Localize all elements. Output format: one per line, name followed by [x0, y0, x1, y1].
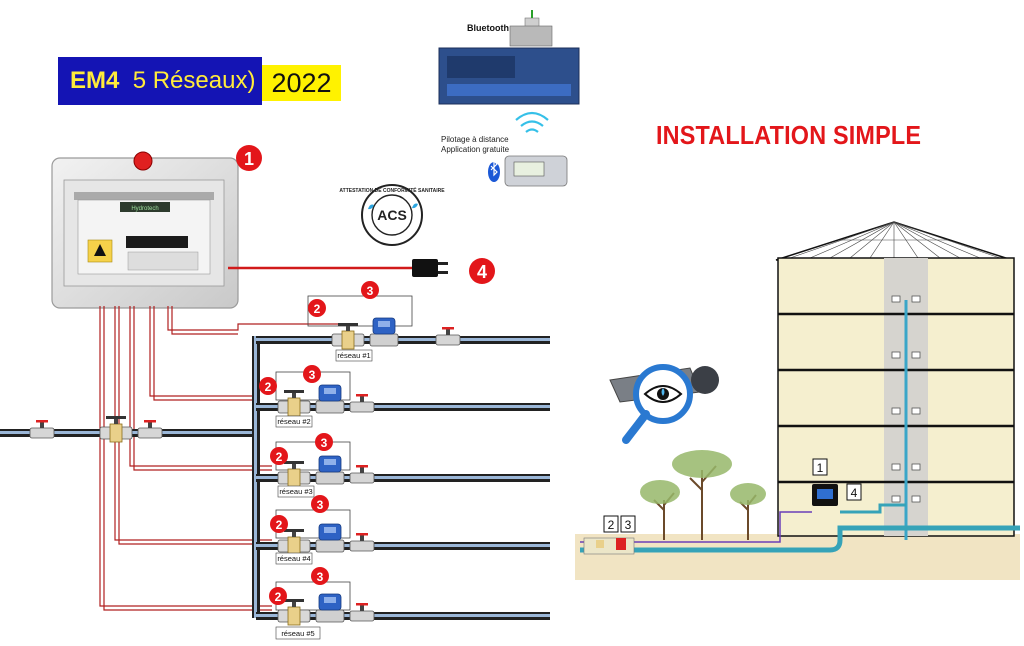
- bluetooth-module: [438, 10, 580, 187]
- remote-control-text: Pilotage à distance Application gratuite: [441, 135, 509, 155]
- water-meter: [315, 523, 345, 553]
- outlet-valve: [349, 393, 375, 413]
- marker-2-text: 2: [265, 380, 272, 394]
- title-year: 2022: [262, 65, 341, 101]
- network-branch-2: réseau #2: [256, 371, 550, 428]
- solenoid-valve: [331, 322, 365, 350]
- marker-3-text: 3: [367, 284, 374, 298]
- tree-canopy: [672, 450, 732, 478]
- label-box-1: [812, 458, 828, 476]
- solenoid-valve: [277, 460, 311, 488]
- cabinet-brand: Hydrotech: [131, 206, 158, 212]
- network-label-5: réseau #5: [281, 629, 314, 638]
- water-drop-icon: [661, 388, 665, 396]
- network-label-3: réseau #3: [279, 487, 312, 496]
- building: [775, 221, 1015, 540]
- marker-3: [311, 567, 329, 585]
- module-head: [509, 25, 553, 47]
- acs-center-text: ACS: [377, 207, 407, 223]
- label-box-3: [620, 515, 636, 533]
- marker-3: [303, 365, 321, 383]
- ground: [575, 534, 1020, 580]
- acs-seal: ACS ATTESTATION DE CONFORMITÉ SANITAIRE: [339, 184, 445, 246]
- network-branch-5: réseau #5: [256, 581, 550, 640]
- marker-1: 1: [236, 145, 262, 171]
- network-branch-4: réseau #4: [256, 509, 550, 565]
- marker-3: [315, 433, 333, 451]
- marker-2-text: 2: [275, 590, 282, 604]
- marker-3: [361, 281, 379, 299]
- inlet-filter: [99, 415, 133, 443]
- water-meter: [369, 317, 399, 347]
- building-label-4: 4: [851, 486, 858, 500]
- control-cables: [99, 306, 340, 611]
- network-branch-1: réseau #1: [256, 295, 550, 362]
- label-box-4: [846, 483, 862, 501]
- outlet-valve: [349, 464, 375, 484]
- outlet-valve: [435, 326, 461, 346]
- din-rail: [74, 192, 214, 200]
- building-label-3: 3: [625, 518, 632, 532]
- marker-3-text: 3: [321, 436, 328, 450]
- label-box-2: [603, 515, 619, 533]
- network-label-2: réseau #2: [277, 417, 310, 426]
- inlet-valve-2: [137, 419, 163, 439]
- building-label-2: 2: [608, 518, 615, 532]
- controller-keypad: [447, 84, 571, 96]
- outlet-valve: [349, 602, 375, 622]
- marker-3-text: 3: [317, 570, 324, 584]
- water-meter: [315, 455, 345, 485]
- remote-line-1: Pilotage à distance: [441, 135, 509, 144]
- marker-4-text: 4: [477, 262, 487, 282]
- title-label: EM4 5 Réseaux): [58, 57, 262, 105]
- title-banner: EM4 5 Réseaux) 2022: [58, 57, 341, 105]
- marker-2-text: 2: [276, 450, 283, 464]
- marker-2: [259, 377, 277, 395]
- cabinet-brand-plate: [120, 202, 170, 212]
- marker-2: [308, 299, 326, 317]
- status-light-icon: [133, 151, 153, 171]
- warning-icon: [94, 244, 106, 256]
- marker-3-text: 3: [309, 368, 316, 382]
- marker-1-text: 1: [244, 149, 254, 169]
- control-cabinet: Hydrotech: [51, 151, 239, 309]
- wifi-icon: [515, 111, 549, 121]
- marker-2-text: 2: [314, 302, 321, 316]
- building-label-1: 1: [817, 461, 824, 475]
- underground-pipes: [580, 503, 1020, 555]
- remote-line-2: Application gratuite: [441, 145, 510, 154]
- controller-screen: [447, 56, 515, 78]
- power-plug-icon: [412, 259, 438, 277]
- cabinet-display: [126, 236, 188, 248]
- water-drop-icon: [412, 203, 418, 209]
- marker-2: [269, 587, 287, 605]
- marker-3: [311, 495, 329, 513]
- inspection-magnifier-icon: [609, 364, 719, 444]
- marker-2: [270, 515, 288, 533]
- network-label-4: réseau #4: [277, 554, 310, 563]
- title-brand: EM4: [70, 67, 120, 94]
- water-drop-icon: [368, 204, 374, 210]
- marker-2: [270, 447, 288, 465]
- tree-canopy: [640, 480, 680, 504]
- marker-4: 4: [469, 258, 495, 284]
- installation-heading: INSTALLATION SIMPLE: [656, 120, 922, 150]
- valve-manifold: [583, 537, 635, 555]
- inlet-valve: [29, 419, 55, 439]
- acs-ring-text: ATTESTATION DE CONFORMITÉ SANITAIRE: [339, 186, 445, 194]
- marker-2-text: 2: [276, 518, 283, 532]
- water-meter: [315, 593, 345, 623]
- solenoid-valve: [277, 528, 311, 556]
- water-meter: [315, 384, 345, 414]
- network-branch-3: réseau #3: [256, 441, 550, 498]
- tree-canopy: [730, 483, 766, 505]
- outlet-valve: [349, 532, 375, 552]
- bluetooth-label: Bluetooth: [467, 23, 509, 33]
- solenoid-valve: [277, 389, 311, 417]
- title-subtitle: 5 Réseaux): [132, 67, 256, 94]
- network-label-1: réseau #1: [337, 351, 370, 360]
- marker-3-text: 3: [317, 498, 324, 512]
